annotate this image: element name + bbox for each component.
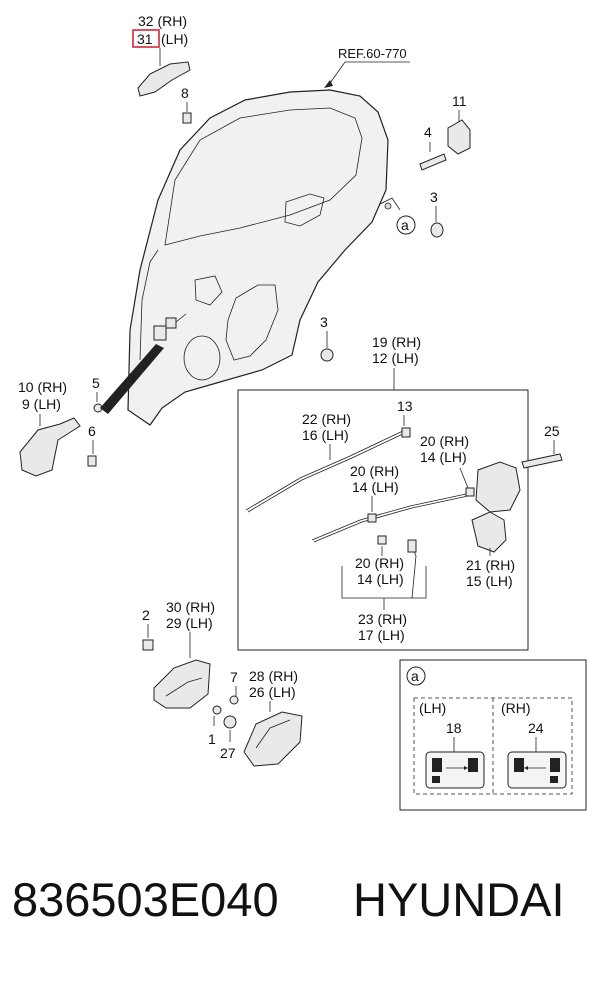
callout-20c: 20 (RH): [355, 555, 404, 571]
callout-8: 8: [181, 85, 189, 101]
footer: 836503E040 HYUNDAI: [0, 872, 600, 952]
hinge-icon: [19, 417, 81, 477]
callout-19: 19 (RH): [372, 334, 421, 350]
callout-17: 17 (LH): [358, 627, 405, 643]
outside-handle-icon: [137, 61, 191, 97]
callout-25: 25: [544, 423, 560, 439]
cable-icon: [311, 493, 467, 541]
callout-6: 6: [88, 423, 96, 439]
inset-lh-label: (LH): [419, 700, 446, 716]
ref-label: REF.60-770: [338, 46, 407, 61]
latch-bolt-icon: [521, 453, 563, 469]
rod-icon: [245, 429, 406, 511]
part-number: 836503E040: [12, 873, 279, 926]
checker-icon: [447, 119, 471, 155]
bushing-2-icon: [320, 348, 334, 362]
callout-20a: 20 (RH): [420, 433, 469, 449]
inset-marker-a: [396, 215, 416, 235]
callout-1: 1: [208, 731, 216, 747]
callout-4: 4: [424, 124, 432, 140]
callout-11: 11: [452, 93, 467, 109]
callout-15: 15 (LH): [466, 573, 513, 589]
callout-2: 2: [142, 607, 150, 623]
callout-22: 22 (RH): [302, 411, 351, 427]
inset-rh-part: 24: [528, 720, 544, 736]
callout-13: 13: [397, 398, 413, 414]
callout-14a: 14 (LH): [420, 449, 467, 465]
callout-30: 30 (RH): [166, 599, 215, 615]
callout-27: 27: [220, 745, 236, 761]
bushing-icon: [430, 222, 444, 238]
callout-3b: 3: [320, 314, 328, 330]
callout-12: 12 (LH): [372, 350, 419, 366]
callout-3a: 3: [430, 189, 438, 205]
hinge-leader: [100, 344, 164, 414]
lock-assembly-box: [237, 389, 529, 651]
callout-26: 26 (LH): [249, 684, 296, 700]
brand-name: HYUNDAI: [353, 873, 565, 926]
screw-icon: [182, 112, 192, 124]
callout-29: 29 (LH): [166, 615, 213, 631]
parts-diagram: REF.60-770 32 (RH) 31 (LH) 8 11 4 3 a 3 …: [18, 13, 587, 811]
handle-cover-icon: [243, 711, 303, 767]
screw-2-icon: [142, 639, 154, 651]
highlight-box: [132, 29, 160, 48]
inset-marker: a: [411, 668, 419, 684]
callout-21: 21 (RH): [466, 557, 515, 573]
callout-7: 7: [230, 669, 238, 685]
callout-14b: 14 (LH): [352, 479, 399, 495]
inside-handle-icon: [153, 659, 211, 709]
callout-31: 31: [137, 31, 153, 47]
latch-icon: [475, 461, 521, 513]
callout-23: 23 (RH): [358, 611, 407, 627]
callout-32: 32 (RH): [138, 13, 187, 29]
callout-31-lh: (LH): [161, 31, 188, 47]
callout-28: 28 (RH): [249, 668, 298, 684]
door-panel: [127, 89, 401, 426]
callout-20b: 20 (RH): [350, 463, 399, 479]
inset-panel: a (LH) 18 (RH) 24: [399, 659, 587, 811]
callout-9: 9 (LH): [22, 396, 61, 412]
inset-rh-label: (RH): [501, 700, 531, 716]
callout-a: a: [401, 217, 409, 233]
callout-14c: 14 (LH): [357, 571, 404, 587]
callout-10: 10 (RH): [18, 379, 67, 395]
callout-16: 16 (LH): [302, 427, 349, 443]
bolt-icon: [419, 153, 447, 171]
inset-lh-part: 18: [446, 720, 462, 736]
callout-5: 5: [92, 375, 100, 391]
